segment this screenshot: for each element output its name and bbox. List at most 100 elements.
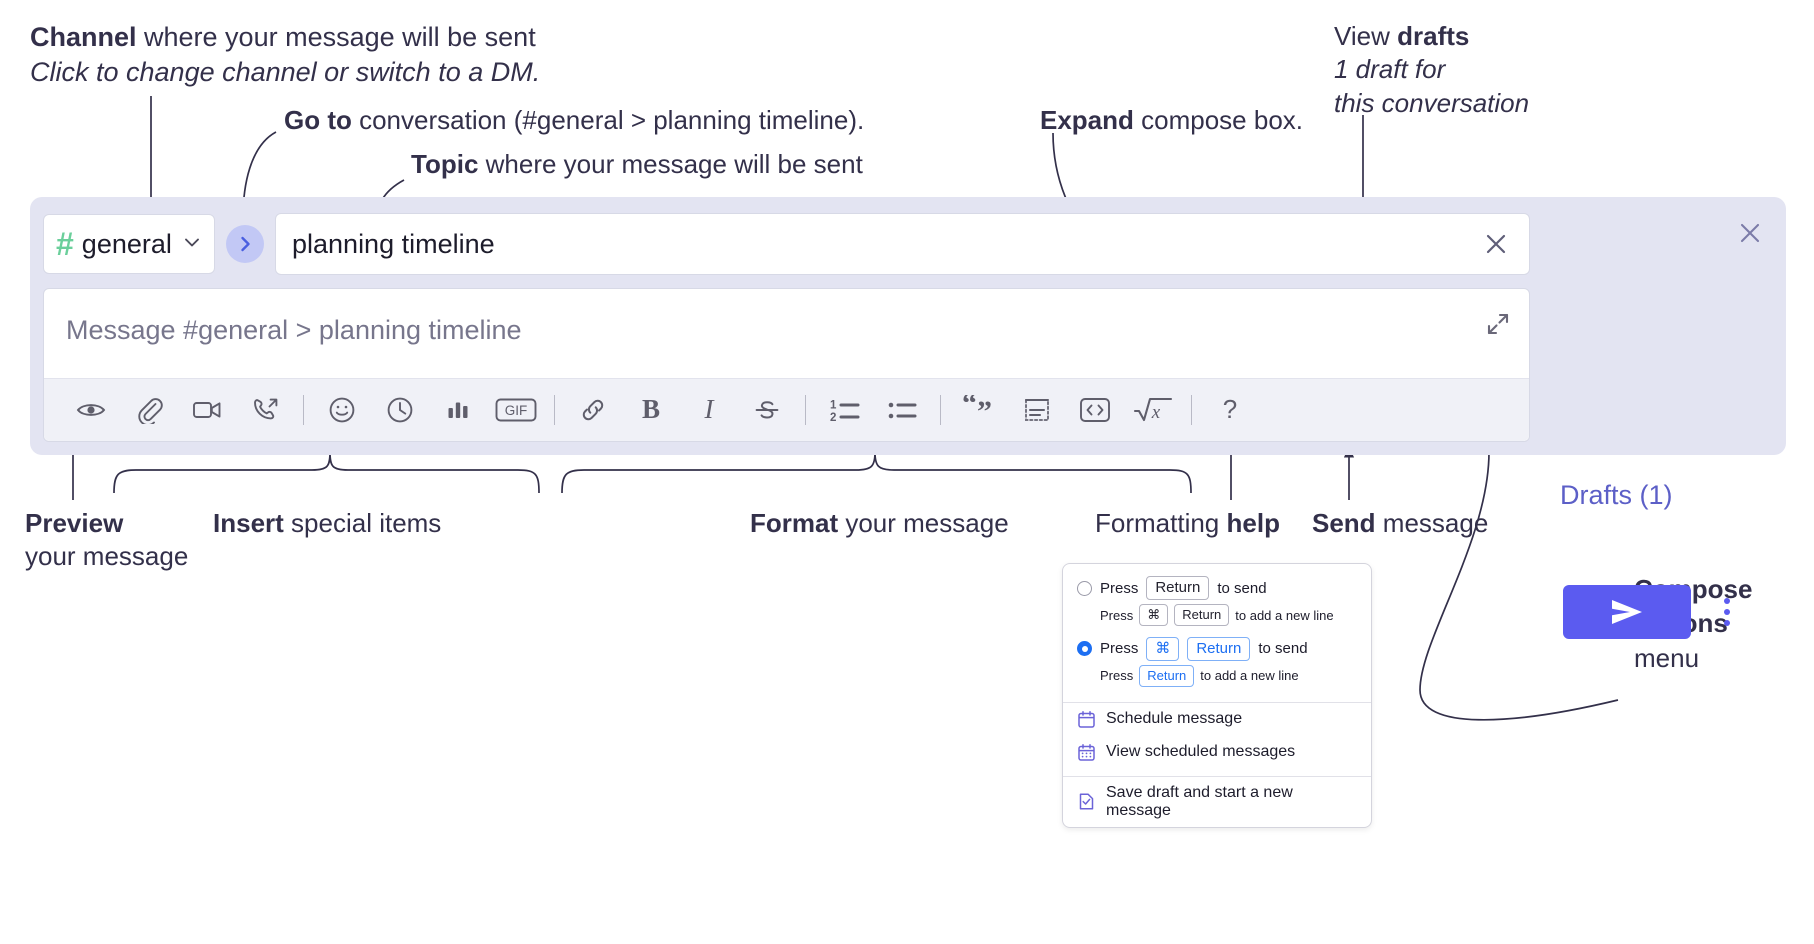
compose-options-menu: Press Return to send Press ⌘ Return to a… xyxy=(1062,563,1372,828)
audio-call-icon[interactable] xyxy=(236,387,294,433)
topic-input[interactable]: planning timeline xyxy=(275,213,1530,275)
menu-divider xyxy=(1063,775,1371,777)
svg-text:1: 1 xyxy=(830,400,837,412)
annotation-help-bold: help xyxy=(1226,508,1280,538)
code-icon[interactable] xyxy=(1066,387,1124,433)
menu-radio-return-to-send[interactable]: Press Return to send xyxy=(1063,573,1371,601)
annotation-expand-rest: compose box. xyxy=(1133,105,1304,135)
link-icon[interactable] xyxy=(564,387,622,433)
annotation-channel-rest: where your message will be sent xyxy=(136,22,536,52)
svg-text:2: 2 xyxy=(830,412,836,424)
menu-item-save-draft[interactable]: Save draft and start a new message xyxy=(1063,777,1371,827)
menu-subtext-return: Press ⌘ Return to add a new line xyxy=(1063,600,1371,634)
radio-icon[interactable] xyxy=(1077,641,1092,657)
annotation-format-rest: your message xyxy=(838,508,1009,538)
compose-inner: # general planning timeline Message #gen… xyxy=(43,213,1530,442)
close-icon[interactable] xyxy=(1477,225,1515,263)
italic-icon[interactable]: I xyxy=(680,387,738,433)
annotation-goto-bold: Go to xyxy=(284,105,352,135)
formatting-toolbar: GIF B I xyxy=(44,378,1529,441)
emoji-icon[interactable] xyxy=(313,387,371,433)
send-icon xyxy=(1612,600,1642,624)
annotation-preview-rest: your message xyxy=(25,541,189,572)
gif-icon[interactable]: GIF xyxy=(487,387,545,433)
svg-text:GIF: GIF xyxy=(505,403,528,418)
annotation-format: Format your message xyxy=(750,507,1009,540)
svg-text:“: “ xyxy=(962,395,977,420)
compose-options-button[interactable] xyxy=(1713,590,1741,634)
key-return: Return xyxy=(1174,604,1230,626)
save-draft-icon xyxy=(1079,793,1094,810)
annotation-goto-rest: conversation (#general > planning timeli… xyxy=(351,105,865,135)
close-icon[interactable] xyxy=(1736,219,1764,252)
help-icon[interactable]: ? xyxy=(1201,387,1259,433)
blockquote-icon[interactable]: “ ” xyxy=(950,387,1008,433)
drafts-link[interactable]: Drafts (1) xyxy=(1560,480,1673,510)
annotation-drafts-lead: View xyxy=(1334,21,1398,51)
menu-item-label: Schedule message xyxy=(1106,710,1243,728)
poll-icon[interactable] xyxy=(429,387,487,433)
topic-value: planning timeline xyxy=(292,228,495,259)
code-block-icon[interactable] xyxy=(1008,387,1066,433)
svg-text:I: I xyxy=(704,395,716,424)
bulleted-list-icon[interactable] xyxy=(873,387,931,433)
compose-panel: # general planning timeline Message #gen… xyxy=(30,197,1786,639)
message-composer[interactable]: Message #general > planning timeline xyxy=(43,288,1530,442)
subtext-post: to add a new line xyxy=(1200,668,1299,684)
annotation-goto: Go to conversation (#general > planning … xyxy=(284,104,864,137)
annotation-topic: Topic where your message will be sent xyxy=(411,148,863,181)
key-command: ⌘ xyxy=(1139,604,1169,626)
toolbar-separator xyxy=(805,395,806,425)
send-button[interactable] xyxy=(1563,585,1691,639)
annotation-expand: Expand compose box. xyxy=(1040,104,1303,137)
annotation-drafts-italic1: 1 draft for xyxy=(1334,54,1446,85)
attachment-icon[interactable] xyxy=(120,387,178,433)
strikethrough-icon[interactable] xyxy=(738,387,796,433)
calendar-grid-icon xyxy=(1078,743,1095,761)
annotation-preview: Preview your message xyxy=(25,507,188,574)
annotation-drafts-italic2: this conversation xyxy=(1334,87,1530,118)
annotation-expand-bold: Expand xyxy=(1040,105,1134,135)
video-icon[interactable] xyxy=(178,387,236,433)
toolbar-separator xyxy=(940,395,941,425)
annotation-insert-bold: Insert xyxy=(213,508,284,538)
annotation-drafts-bold: drafts xyxy=(1397,21,1470,51)
calendar-icon xyxy=(1078,710,1095,728)
key-command: ⌘ xyxy=(1146,636,1180,662)
radio-label-post: to send xyxy=(1258,640,1308,658)
annotation-insert: Insert special items xyxy=(213,507,441,540)
hash-icon: # xyxy=(56,226,74,262)
annotation-preview-bold: Preview xyxy=(25,508,124,538)
kebab-menu-icon xyxy=(1724,609,1730,615)
menu-radio-cmd-return-to-send[interactable]: Press ⌘ Return to send xyxy=(1063,634,1371,662)
svg-text:”: ” xyxy=(977,395,992,425)
clock-icon[interactable] xyxy=(371,387,429,433)
kebab-menu-icon xyxy=(1724,620,1730,626)
goto-conversation-button[interactable] xyxy=(226,225,264,263)
destination-row: # general planning timeline xyxy=(43,213,1530,275)
radio-icon[interactable] xyxy=(1077,580,1092,596)
svg-text:x: x xyxy=(1151,402,1161,423)
bold-icon[interactable]: B xyxy=(622,387,680,433)
key-return: Return xyxy=(1146,576,1210,601)
annotation-topic-bold: Topic xyxy=(411,149,479,179)
key-return: Return xyxy=(1139,665,1195,687)
subtext-pre: Press xyxy=(1100,607,1134,623)
expand-icon[interactable] xyxy=(1485,311,1511,342)
menu-item-schedule-message[interactable]: Schedule message xyxy=(1063,703,1371,736)
annotation-format-bold: Format xyxy=(750,508,839,538)
menu-item-view-scheduled-messages[interactable]: View scheduled messages xyxy=(1063,736,1371,769)
annotation-send-rest: message xyxy=(1375,508,1489,538)
channel-name: general xyxy=(81,228,172,259)
radio-label-pre: Press xyxy=(1100,579,1139,597)
math-icon[interactable]: x xyxy=(1124,387,1182,433)
preview-icon[interactable] xyxy=(62,387,120,433)
channel-selector[interactable]: # general xyxy=(43,214,215,274)
svg-text:?: ? xyxy=(1223,395,1237,424)
annotation-drafts: View drafts 1 draft for this conversatio… xyxy=(1334,20,1529,120)
ordered-list-icon[interactable]: 1 2 xyxy=(815,387,873,433)
menu-divider xyxy=(1063,701,1371,703)
annotation-help: Formatting help xyxy=(1095,507,1280,540)
annotation-help-lead: Formatting xyxy=(1095,508,1227,538)
